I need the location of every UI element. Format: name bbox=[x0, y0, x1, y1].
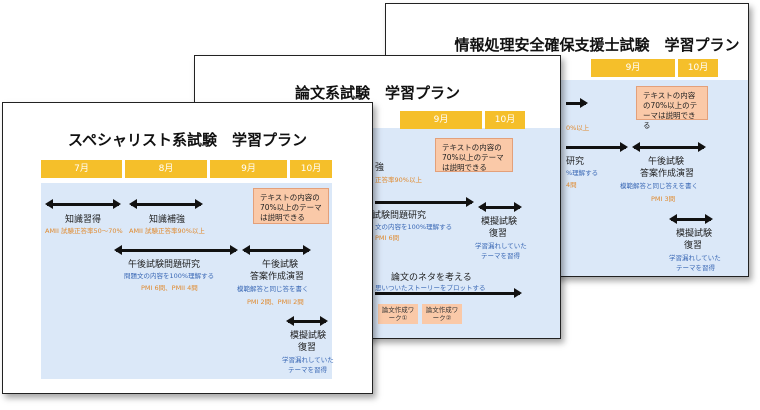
research-arrow bbox=[375, 197, 474, 207]
goal-note: テキストの内容の70%以上のテーマは説明できる bbox=[636, 86, 708, 130]
mock-sub-2: テーマを習得 bbox=[288, 366, 327, 374]
exam-sub: 模範解答と同じ答えを書く bbox=[620, 182, 698, 190]
research-title: 午後試験問題研究 bbox=[128, 260, 201, 270]
slide-specialist-plan[interactable]: スペシャリスト系試験 学習プラン 7月 8月 9月 10月 テキストの内容の70… bbox=[2, 102, 373, 394]
mock-sub: 学習漏れしていた bbox=[282, 356, 334, 364]
mock-sub-2: テーマを習得 bbox=[676, 264, 715, 272]
mock-arrow bbox=[669, 214, 713, 224]
exam-title-2: 答案作成演習 bbox=[640, 169, 695, 179]
reinforce-fragment-sub: 正答率90%以上 bbox=[375, 176, 422, 184]
exam-arrow bbox=[632, 142, 706, 152]
month-header-9: 9月 bbox=[210, 160, 287, 178]
mock-sub-2: テーマを習得 bbox=[481, 252, 520, 260]
essay-work-tag-1: 論文作成ワーク① bbox=[378, 304, 418, 324]
slide-title: 論文系試験 学習プラン bbox=[294, 84, 460, 102]
arrow-segment bbox=[566, 98, 588, 108]
slide-title: 情報処理安全確保支援士試験 学習プラン bbox=[454, 36, 740, 54]
arrow-segment bbox=[566, 142, 628, 152]
essay-title: 論文のネタを考える bbox=[391, 273, 472, 283]
exam-title-2: 答案作成演習 bbox=[250, 272, 305, 282]
slide-title: スペシャリスト系試験 学習プラン bbox=[68, 131, 307, 149]
exam-pmi: PMI 2問、PMII 2問 bbox=[247, 298, 304, 306]
research-sub: 問題文の内容を100%理解する bbox=[124, 272, 215, 280]
research-pmi: PMI 6問、PMII 4問 bbox=[141, 284, 198, 292]
mock-sub: 学習漏れしていた bbox=[475, 242, 527, 250]
reinforce-fragment: 強 bbox=[375, 163, 385, 173]
research-fragment-pmi: 4問 bbox=[566, 181, 577, 189]
exam-title: 午後試験 bbox=[648, 157, 685, 167]
month-header-10: 10月 bbox=[678, 59, 718, 77]
exam-sub: 模範解答と同じ答を書く bbox=[237, 285, 309, 293]
pct-fragment: 0%以上 bbox=[566, 124, 590, 132]
research-arrow bbox=[114, 245, 238, 255]
research-fragment-sub: 文の内容を100%理解する bbox=[375, 223, 453, 231]
month-header-8: 8月 bbox=[125, 160, 207, 178]
reinforce-arrow bbox=[129, 199, 203, 209]
exam-arrow bbox=[242, 245, 311, 255]
reinforce-sub: AMII 試験正答率90%以上 bbox=[129, 227, 205, 235]
month-header-7: 7月 bbox=[41, 160, 122, 178]
mock-title-2: 復習 bbox=[298, 343, 317, 353]
exam-title: 午後試験 bbox=[262, 260, 299, 270]
essay-sub: 思いついたストーリーをプロットする bbox=[375, 284, 486, 292]
mock-title: 模擬試験 bbox=[481, 217, 518, 227]
mock-title-2: 復習 bbox=[684, 241, 703, 251]
essay-arrow bbox=[375, 288, 522, 298]
month-header-9: 9月 bbox=[591, 59, 675, 77]
knowledge-title: 知識習得 bbox=[65, 215, 102, 225]
mock-arrow bbox=[478, 202, 522, 212]
goal-note: テキストの内容の70%以上のテーマは説明できる bbox=[435, 138, 513, 172]
research-fragment: 研究 bbox=[566, 157, 585, 167]
research-fragment: 後試験問題研究 bbox=[363, 211, 427, 221]
goal-note: テキストの内容の70%以上のテーマは説明できる bbox=[253, 188, 329, 224]
mock-title: 模擬試験 bbox=[290, 331, 327, 341]
month-header-10: 10月 bbox=[290, 160, 332, 178]
month-header-10: 10月 bbox=[485, 111, 525, 129]
reinforce-title: 知識補強 bbox=[149, 215, 186, 225]
exam-pmi: PMI 3問 bbox=[651, 195, 676, 203]
month-header-9: 9月 bbox=[400, 111, 482, 129]
mock-arrow bbox=[286, 316, 328, 326]
mock-sub: 学習漏れしていた bbox=[669, 254, 721, 262]
essay-work-tag-2: 論文作成ワーク② bbox=[422, 304, 462, 324]
knowledge-arrow bbox=[45, 199, 121, 209]
mock-title-2: 復習 bbox=[489, 229, 508, 239]
mock-title: 模擬試験 bbox=[676, 229, 713, 239]
research-fragment-pmi: PMI 6問 bbox=[375, 234, 400, 242]
knowledge-sub: AMII 試験正答率50～70% bbox=[45, 227, 123, 235]
research-fragment-sub: %理解する bbox=[566, 169, 599, 177]
